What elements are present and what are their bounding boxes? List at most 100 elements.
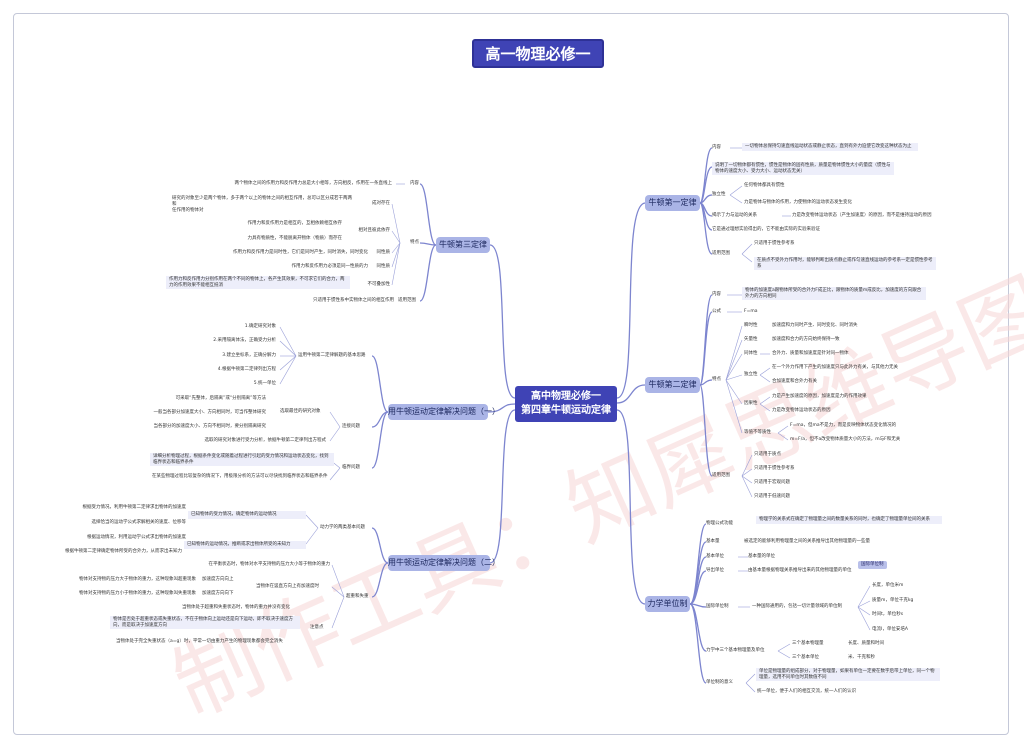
n3-simultaneity-text: 作用力和反作用力是同时性，它们是同时产生，同时消失，同时变化	[233, 250, 368, 255]
n2-formula-label: 公式	[712, 309, 721, 314]
central-topic[interactable]: 高中物理必修一 第四章牛顿运动定律	[515, 386, 617, 422]
units-base-unit-text: 基本量的单位	[748, 554, 775, 559]
n1-independence-label: 独立性	[712, 192, 726, 197]
n1-scope-label: 适用范围	[712, 251, 730, 256]
n2-content-label: 内容	[712, 292, 721, 297]
a2-motion-to-force-1: 根据运动情况，利用运动学公式求出物体的加速度	[87, 535, 186, 540]
n3-pair-label: 成对存在	[372, 201, 390, 206]
n1-force-label: 揭示了力与运动的关系	[712, 213, 757, 218]
n1-inertia-text: 说明了一切物体都有惯性，惯性是物体的固有性质，质量是物体惯性大小的量度（惯性与物…	[712, 162, 894, 176]
units-mechanics-label: 力学中三个基本物理量及单位	[706, 648, 765, 653]
n1-scope-b: 在质点不受外力作用时，能够判断出质点静止或作匀速直线运动的参考系一定是惯性参考系	[754, 257, 936, 271]
a2-under-label: 加速度方向向下	[202, 591, 234, 596]
central-topic-line2: 第四章牛顿运动定律	[521, 405, 611, 416]
n2-causality-b: 力是改变物体运动状态的原因	[772, 408, 831, 413]
n3-same-nature-label: 同性质	[376, 264, 391, 269]
a1-choose-2: 一般当各部分加速度大小、方向相同时，可当作整体研究	[153, 410, 267, 415]
n3-pair-b: 任作用的物体对	[172, 208, 204, 213]
n2-scope-a: 只适用于质点	[754, 452, 781, 457]
a1-step-2: 2.采用隔离体法，正确受力分析	[213, 338, 276, 343]
n1-independence-b: 力是物体与物体的作用，力使物体的运动状态发生变化	[744, 200, 852, 205]
n2-equal-value: 等值不等质性	[744, 430, 771, 435]
a2-two-problems-label: 动力学的两类基本问题	[320, 525, 365, 530]
n2-causality: 因果性	[744, 401, 758, 406]
a1-choose-label: 选取最佳的研究对象	[280, 409, 321, 414]
a2-under-text: 物体对支持物的压力小于物体的重力，这种现象叫失重现象	[79, 591, 196, 596]
n2-equal-value-a: F=ma，但ma不是力，而是反映物体状态变化情况的	[790, 423, 897, 428]
a1-connection-label: 连接问题	[342, 424, 360, 429]
n3-same-nature-text: 作用力和反作用力必须是同一性质的力	[291, 264, 369, 269]
units-mass: 质量m，单位千克kg	[872, 598, 914, 603]
a1-critical-label: 临界问题	[342, 465, 360, 470]
branch-newton-second-law[interactable]: 牛顿第二定律	[645, 377, 700, 393]
units-relation-text: 物理学的关系式在确定了物理量之间的数量关系的同时，也确定了物理量单位间的关系	[756, 516, 942, 524]
page-title: 高一物理必修一	[472, 39, 604, 68]
n1-scope-a: 只适用于惯性参考系	[754, 241, 795, 246]
units-base-quantity-label: 基本量	[706, 539, 720, 544]
branch-application-1[interactable]: 用牛顿运动定律解决问题（一）	[388, 404, 500, 420]
n2-independence-a: 在一个外力作用下产生的加速度只与此外力有关，与其他力无关	[772, 365, 898, 370]
n2-same-body-text: 合外力、质量和加速度是针对同一物体	[772, 351, 849, 356]
n2-vector: 矢量性	[744, 337, 758, 342]
units-meaning-label: 单位制的意义	[706, 680, 733, 685]
units-relation-label: 物理公式功能	[706, 521, 733, 526]
n2-equal-value-b: m=F/a，但不a改变物体质量大小的方法，m与F和无关	[790, 437, 901, 442]
n2-content-text: 物体的加速度a跟物体所受的合外力F成正比，跟物体的质量m成反比，加速度的方向跟合…	[742, 287, 926, 301]
a2-notes-label: 注意点	[310, 625, 324, 630]
units-derived-text: 由基本量根据物理关系推导出来的其他物理量的单位	[748, 568, 852, 573]
a1-choose-1: 可采取“先整体，后隔离”或“分别隔离”等方法	[175, 396, 266, 401]
a1-step-1: 1.确定研究对象	[244, 324, 276, 329]
a2-motion-to-force: 已知物体的运动情况，推断或求出物体所受的未知力	[184, 541, 306, 549]
n2-causality-a: 力是产生加速度的原因，加速度是力的作用效果	[772, 394, 867, 399]
n1-content-label: 内容	[712, 145, 721, 150]
units-current: 电流I，单位安培A	[872, 627, 908, 632]
branch-unit-system[interactable]: 力学单位制	[645, 596, 690, 612]
a2-over-text: 物体对支持物的压力大于物体的重力，这种现象叫超重现象	[79, 577, 196, 582]
a1-step-4: 4.根据牛顿第二定律列出方程	[217, 367, 276, 372]
units-mechanics-a-text: 长度、质量和时间	[848, 641, 884, 646]
n3-content-text: 两个物体之间的作用力和反作用力总是大小相等，方向相反，作用在一条直线上	[234, 181, 393, 186]
a2-real-label: 当物体在竖直方向上有加速度时	[256, 584, 319, 589]
units-base-quantity-text: 被选定的能够利用物理量之间的关系推导出其他物理量的一些量	[744, 539, 870, 544]
n2-formula: F=ma	[744, 309, 758, 314]
n2-scope-b: 只适用于惯性参考系	[754, 466, 795, 471]
n3-scope-label: 适用范围	[398, 298, 416, 303]
units-mechanics-b-text: 米、千克和秒	[848, 655, 875, 660]
a2-note-2: 物体是否处于超重状态或失重状态，不在于物体向上运动还是向下运动，即不取决于速度方…	[110, 616, 300, 630]
units-si-tag[interactable]: 国际单位制	[858, 561, 887, 569]
a2-force-to-motion-2: 选择恰当的运动学公式求解相关的速度、位移等	[91, 520, 187, 525]
branch-newton-third-law[interactable]: 牛顿第三定律	[436, 237, 490, 253]
n3-interdependent-a: 作用力和反作用力是相互的，互相依赖相互依存	[247, 221, 343, 226]
n3-interdependent-label: 相对且彼此依存	[358, 228, 391, 233]
n3-non-additive-text: 作用力和反作用力分别作用在两个不同的物体上，各产生其效果，不可求它们的合力，两力…	[166, 276, 350, 290]
a2-force-to-motion-1: 根据受力情况，利用牛顿第二定律求出物体的加速度	[82, 505, 187, 510]
n2-scope-label: 适用范围	[712, 473, 730, 478]
branch-newton-first-law[interactable]: 牛顿第一定律	[645, 195, 700, 211]
n3-scope-text: 只适用于惯性系中实物体之间的相互作用	[313, 298, 394, 303]
units-base-unit-label: 基本单位	[706, 554, 724, 559]
a1-step-3: 3.建立坐标系，正确分解力	[222, 353, 276, 358]
units-si-text: 一种国际通用的，包括一切计量领域的单位制	[752, 604, 842, 609]
n1-content-text: 一切物体总保持匀速直线运动状态或静止状态，直到有外力迫使它改变这种状态为止	[742, 143, 918, 151]
branch-application-2[interactable]: 用牛顿运动定律解决问题（二）	[388, 555, 500, 571]
n1-independence-a: 任何物体都具有惯性	[744, 183, 785, 188]
a1-choose-4: 选取的研究对象进行受力分析，依据牛顿第二定律列出方程式	[204, 438, 327, 443]
a2-motion-to-force-2: 根据牛顿第二定律确定物体所受的合外力，从而求出未知力	[65, 549, 182, 554]
n2-scope-c: 只适用于宏观问题	[754, 480, 790, 485]
n3-interdependent-b: 力具有物质性，不能脱离开物体（物质）而存在	[247, 236, 343, 241]
n2-independence: 独立性	[744, 372, 758, 377]
n1-force-text: 力是改变物体运动状态（产生加速度）的原因，而不是维持运动的原因	[792, 213, 932, 218]
units-time: 时间t，单位秒s	[872, 612, 904, 617]
a1-step-5: 5.统一单位	[253, 381, 276, 386]
n2-same-body: 同体性	[744, 351, 758, 356]
units-mechanics-a: 三个基本物理量	[792, 641, 824, 646]
units-length: 长度，单位米m	[872, 583, 904, 588]
a2-overweight-intro: 在平衡状态时，物体对水平支持物的压力大小等于物体的重力	[208, 562, 331, 567]
a2-force-to-motion: 已知物体的受力情况，确定物体的运动情况	[188, 511, 306, 519]
n2-independence-b: 合加速度和合外力有关	[772, 379, 817, 384]
n1-ideal-experiment: 它是通过理想实验得出的，它不能由实际的实验来验证	[712, 227, 820, 232]
n3-non-additive-label: 不可叠加性	[367, 282, 391, 287]
canvas-frame	[13, 13, 1009, 735]
units-meaning-b: 统一单位，便于人们的相互交流，统一人们的认识	[757, 689, 856, 694]
